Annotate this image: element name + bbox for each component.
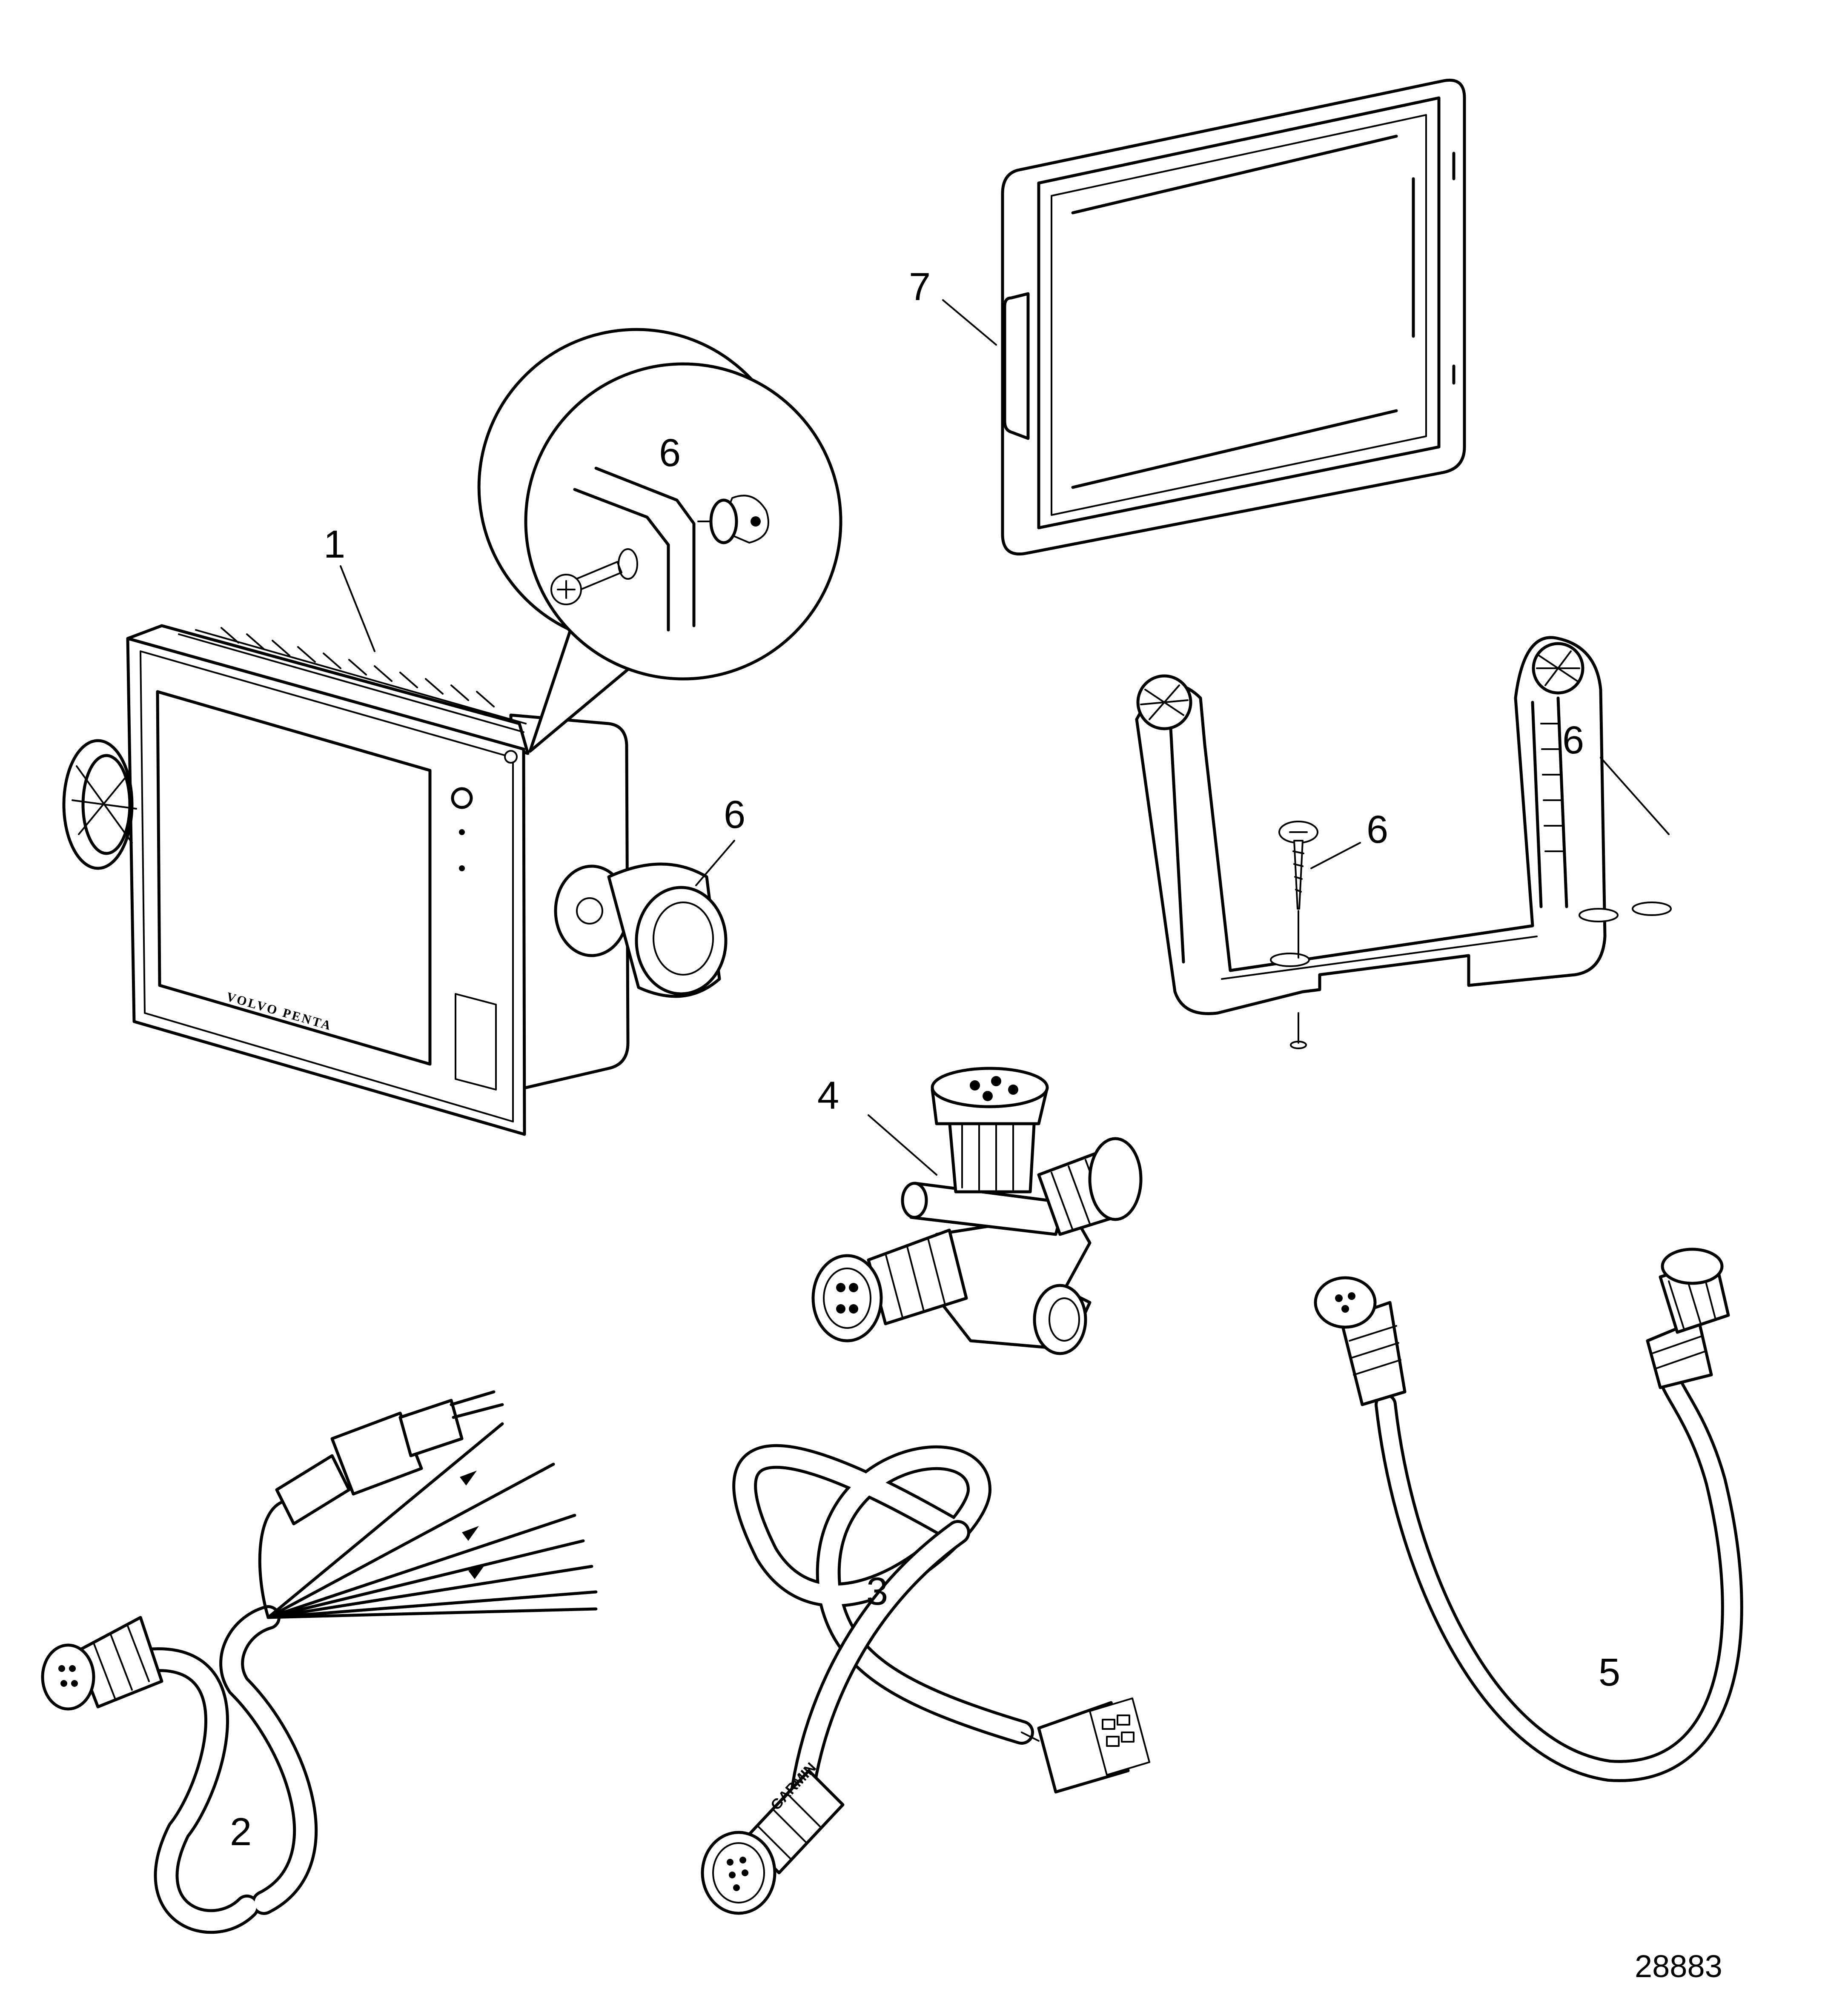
figure-number: 28883 bbox=[1635, 1949, 1722, 1984]
callout-3: 3 bbox=[866, 1570, 888, 1613]
mounting-knob bbox=[554, 862, 728, 998]
callout-5: 5 bbox=[1599, 1651, 1620, 1694]
callout-6-detail: 6 bbox=[659, 431, 681, 475]
leader-6-bracket bbox=[1600, 757, 1670, 835]
adapter-cable: GARMIN bbox=[701, 1444, 1150, 1915]
leader-6-knob bbox=[695, 840, 735, 886]
sun-cover bbox=[1001, 78, 1466, 555]
callout-6-knob: 6 bbox=[724, 793, 745, 836]
bracket-screw bbox=[1278, 821, 1318, 1049]
mounting-bracket bbox=[1135, 636, 1672, 1015]
callout-1: 1 bbox=[324, 523, 345, 566]
callout-4: 4 bbox=[817, 1074, 839, 1117]
callout-2: 2 bbox=[230, 1810, 252, 1854]
extension-cable bbox=[1314, 1248, 1743, 1782]
power-data-cable bbox=[41, 1390, 598, 1934]
t-connector bbox=[811, 1067, 1143, 1355]
display-unit: VOLVO PENTA bbox=[62, 624, 630, 1136]
callout-7: 7 bbox=[909, 265, 931, 309]
leader-1 bbox=[340, 565, 375, 652]
callout-6-bracket: 6 bbox=[1562, 718, 1584, 762]
callout-6-screw: 6 bbox=[1367, 808, 1388, 851]
detail-view bbox=[477, 328, 842, 753]
leader-7 bbox=[942, 299, 997, 346]
leader-4 bbox=[868, 1114, 937, 1176]
leader-6-screw bbox=[1310, 842, 1361, 869]
